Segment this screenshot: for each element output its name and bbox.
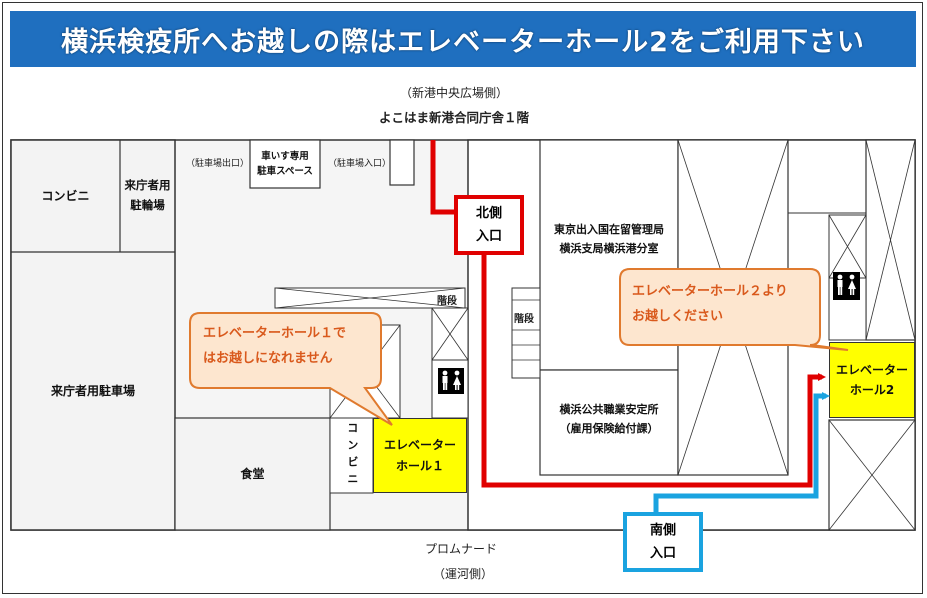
page-title: 横浜検疫所へお越しの際はエレベーターホール2をご利用下さい	[10, 11, 916, 67]
building-floor-label: よこはま新港合同庁舎１階	[379, 110, 530, 125]
stairs-label: 階段	[514, 314, 534, 325]
immigration-office-label: 東京出入国在留管理局 横浜支局横浜港分室	[554, 223, 664, 255]
top-side-label: （新港中央広場側）	[400, 86, 509, 100]
employment-office-label: 横浜公共職業安定所 （雇用保険給付課）	[559, 403, 659, 435]
visitor-parking-label: 来庁者用駐車場	[50, 383, 135, 398]
north-route-line	[430, 140, 826, 488]
cafeteria-label: 食堂	[240, 466, 265, 481]
elevator-hall-2-label: エレベーター ホール2	[835, 362, 908, 397]
callout-hall1-text: エレベーターホール１で はお越しになれません	[203, 326, 347, 366]
convenience-vertical-label: コンビニ	[345, 421, 359, 490]
canal-side-label: （運河側）	[433, 567, 494, 581]
bicycle-parking-label: 来庁者用 駐輪場	[124, 178, 171, 212]
restroom-icon	[833, 272, 860, 300]
elevator-hall-1-label: エレベーター ホール１	[383, 438, 456, 473]
promenade-label: プロムナード	[425, 542, 498, 556]
callout-hall2-text: エレベーターホール２より お越しください	[632, 284, 788, 324]
elevator-hall-1	[373, 418, 467, 493]
wheelchair-parking-label: 車いす専用 駐車スペース	[257, 150, 313, 177]
callout-bubble-hall1	[189, 312, 393, 426]
stairs-label: 階段	[437, 296, 457, 307]
north-entrance: 北側 入口	[454, 195, 524, 255]
parking-entrance-label: （駐車場入口）	[328, 159, 392, 169]
callout-bubble-hall2	[619, 268, 849, 351]
parking-exit-label: （駐車場出口）	[186, 159, 250, 169]
south-route-line	[653, 392, 830, 512]
restroom-icon	[438, 368, 464, 394]
elevator-hall-2	[829, 342, 915, 418]
south-entrance: 南側 入口	[623, 512, 703, 572]
convenience-store-label: コンビニ	[41, 188, 90, 203]
